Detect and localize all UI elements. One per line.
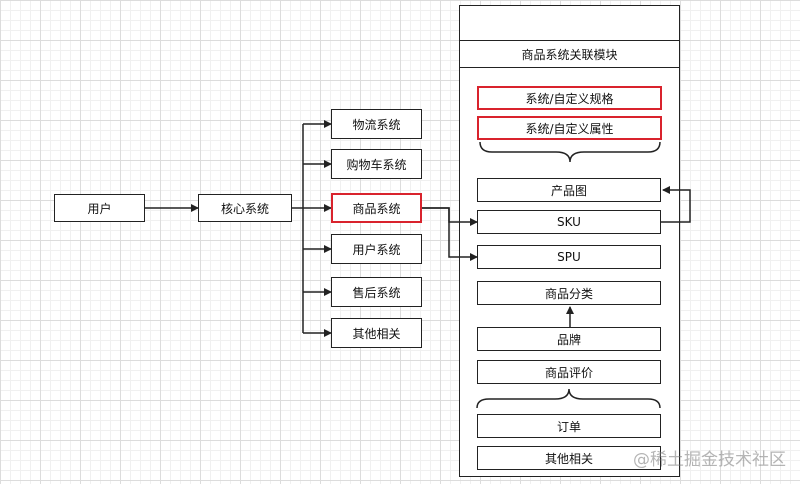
- core-system-node: 核心系统: [198, 194, 292, 222]
- product-system-node: 商品系统: [331, 193, 422, 223]
- module-other-node: 其他相关: [477, 446, 661, 470]
- module-title: 商品系统关联模块: [459, 40, 680, 68]
- sku-node: SKU: [477, 210, 661, 234]
- other-related-node: 其他相关: [331, 318, 422, 348]
- review-node: 商品评价: [477, 360, 661, 384]
- user-node: 用户: [54, 194, 145, 222]
- product-image-node: 产品图: [477, 178, 661, 202]
- spu-node: SPU: [477, 245, 661, 269]
- order-node: 订单: [477, 414, 661, 438]
- after-sales-system-node: 售后系统: [331, 277, 422, 307]
- logistics-system-node: 物流系统: [331, 109, 422, 139]
- custom-attr-node: 系统/自定义属性: [477, 116, 662, 140]
- custom-spec-node: 系统/自定义规格: [477, 86, 662, 110]
- cart-system-node: 购物车系统: [331, 149, 422, 179]
- user-system-node: 用户系统: [331, 234, 422, 264]
- category-node: 商品分类: [477, 281, 661, 305]
- watermark: @稀土掘金技术社区: [633, 450, 786, 470]
- brand-node: 品牌: [477, 327, 661, 351]
